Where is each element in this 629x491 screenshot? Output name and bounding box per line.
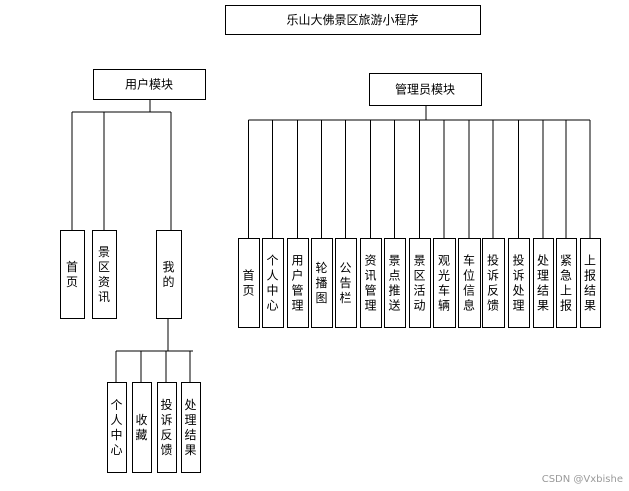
- admin-node-8-label: 景区活动: [413, 254, 425, 313]
- admin-node-14-label: 紧急上报: [560, 254, 572, 313]
- admin-node-9-label: 观光车辆: [438, 254, 450, 313]
- mine-node-3: 投诉反馈: [157, 382, 177, 473]
- user-node-3: 我的: [156, 230, 182, 319]
- admin-node-12: 投诉处理: [508, 238, 530, 328]
- user-module-node: 用户模块: [93, 69, 206, 100]
- admin-node-5-label: 公告栏: [339, 261, 351, 305]
- mine-node-4-label: 处理结果: [184, 398, 196, 457]
- admin-node-14: 紧急上报: [556, 238, 577, 328]
- admin-node-1-label: 首页: [242, 269, 254, 298]
- mine-node-3-label: 投诉反馈: [160, 397, 172, 457]
- user-node-2-label: 景区资讯: [98, 245, 110, 304]
- mine-node-1-label: 个人中心: [110, 398, 122, 457]
- admin-module-node-label: 管理员模块: [395, 82, 455, 97]
- admin-node-5: 公告栏: [335, 238, 357, 328]
- admin-node-9: 观光车辆: [433, 238, 456, 328]
- mine-node-4: 处理结果: [181, 382, 201, 473]
- watermark: CSDN @Vxbishe: [541, 474, 623, 485]
- admin-node-11-label: 投诉反馈: [487, 253, 499, 313]
- admin-node-4-label: 轮播图: [315, 261, 327, 305]
- admin-node-3: 用户管理: [287, 238, 309, 328]
- user-node-3-label: 我的: [162, 260, 174, 289]
- admin-node-6: 资讯管理: [360, 238, 382, 328]
- user-node-2: 景区资讯: [92, 230, 117, 319]
- root-node: 乐山大佛景区旅游小程序: [225, 5, 481, 35]
- admin-node-2: 个人中心: [262, 238, 284, 328]
- admin-node-12-label: 投诉处理: [512, 253, 524, 313]
- admin-node-8: 景区活动: [409, 238, 431, 328]
- admin-node-3-label: 用户管理: [291, 254, 303, 313]
- admin-node-11: 投诉反馈: [482, 238, 505, 328]
- root-node-label: 乐山大佛景区旅游小程序: [286, 12, 418, 27]
- mine-node-2: 收藏: [132, 382, 152, 473]
- admin-node-15-label: 上报结果: [584, 254, 596, 313]
- admin-node-13-label: 处理结果: [537, 254, 549, 313]
- user-node-1-label: 首页: [66, 260, 78, 289]
- admin-node-4: 轮播图: [311, 238, 333, 328]
- admin-node-10-label: 车位信息: [463, 253, 475, 313]
- mine-node-1: 个人中心: [107, 382, 127, 473]
- admin-node-10: 车位信息: [458, 238, 481, 328]
- admin-node-7: 景点推送: [384, 238, 406, 328]
- admin-module-node: 管理员模块: [369, 73, 482, 106]
- admin-node-2-label: 个人中心: [266, 254, 278, 313]
- admin-node-7-label: 景点推送: [388, 254, 400, 313]
- mine-node-2-label: 收藏: [135, 413, 147, 442]
- user-node-1: 首页: [60, 230, 85, 319]
- admin-node-1: 首页: [238, 238, 260, 328]
- admin-node-15: 上报结果: [580, 238, 601, 328]
- admin-node-13: 处理结果: [533, 238, 554, 328]
- user-module-node-label: 用户模块: [125, 77, 173, 92]
- admin-node-6-label: 资讯管理: [364, 254, 376, 313]
